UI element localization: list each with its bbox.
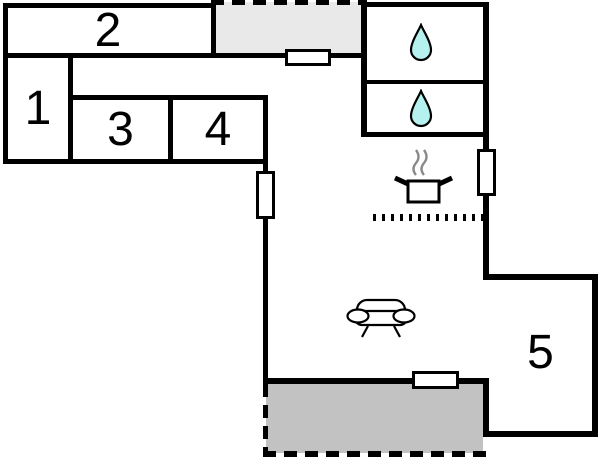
water-drop-icon [409, 89, 433, 128]
room-5-label: 5 [527, 326, 554, 379]
room-2: 2 [8, 3, 208, 57]
room-5: 5 [489, 280, 592, 426]
pot-handle-left [394, 175, 410, 187]
wall-room2-bottom [3, 53, 367, 58]
balcony-area [214, 2, 361, 55]
sofa-leg [393, 325, 401, 338]
terrace-dashed-edge-left [263, 384, 268, 457]
wall-room5-right [592, 274, 598, 437]
wall-balcony-left [211, 0, 216, 57]
wall-room1-right [68, 56, 73, 164]
steam-line [412, 149, 420, 176]
wall-outer-right [483, 2, 489, 280]
wall-room5-top [483, 274, 598, 280]
sofa-armrest-left [346, 308, 370, 324]
balcony-dashed-edge [211, 0, 367, 5]
window-left-wall [256, 171, 275, 219]
wall-bathrooms-left [361, 0, 367, 137]
room-3: 3 [73, 100, 168, 159]
water-drop-icon [409, 23, 433, 62]
sofa-icon [346, 298, 416, 338]
room-3-label: 3 [107, 102, 134, 156]
steam-line [420, 149, 428, 176]
room-1: 1 [8, 58, 68, 159]
wall-bathrooms-divider [367, 80, 483, 84]
wall-living-bottom [263, 378, 489, 384]
water-drop-shape [409, 23, 433, 62]
wall-living-left [263, 95, 268, 384]
room-4: 4 [173, 100, 263, 159]
terrace-area [266, 384, 483, 453]
room-2-label: 2 [94, 3, 122, 57]
pot-body [406, 179, 441, 204]
window-right-wall [477, 149, 496, 196]
wall-room2-top [3, 3, 213, 8]
room-4-label: 4 [204, 102, 232, 156]
wall-terrace-right [483, 379, 489, 437]
room-1-label: 1 [24, 81, 52, 135]
pot-handle-right [437, 175, 454, 187]
wall-bathrooms-bottom [367, 132, 483, 137]
sofa-armrest-right [392, 308, 416, 324]
cooking-pot-icon [394, 149, 454, 204]
sofa-leg [361, 325, 369, 338]
wall-rooms34-divider [168, 98, 173, 162]
terrace-dashed-edge-bottom [263, 451, 489, 457]
wall-bathrooms-top [361, 2, 489, 7]
wall-outer-left [3, 3, 8, 164]
water-drop-shape [409, 89, 433, 128]
window-terrace [412, 371, 459, 389]
wall-room5-bottom [483, 431, 598, 437]
wall-rooms34-top [68, 95, 268, 100]
wall-block-bottom [3, 159, 268, 164]
kitchen-dotted-divider [373, 214, 483, 221]
window-balcony [285, 49, 331, 66]
